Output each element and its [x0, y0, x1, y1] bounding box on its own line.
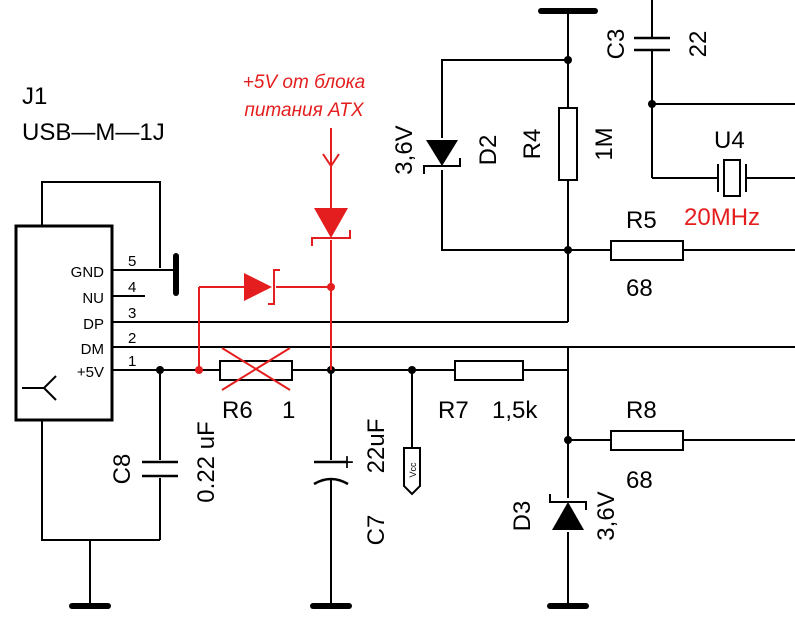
- r8-body: [610, 430, 684, 451]
- capacitor-plates: [142, 36, 670, 486]
- connector-ref: J1: [22, 83, 47, 110]
- pin-name-dp: DP: [83, 316, 104, 333]
- c3-ref: C3: [603, 29, 630, 60]
- junction-dots: [156, 56, 656, 444]
- c7-value: 22uF: [363, 419, 390, 474]
- d3-zener-diode: [549, 494, 587, 530]
- c8-ref: C8: [109, 454, 136, 485]
- red-zener-bars: [268, 230, 351, 305]
- pin-number-5: 5: [128, 253, 136, 270]
- pin-name-nu: NU: [82, 290, 104, 307]
- c3-value: 22: [685, 31, 712, 58]
- crystal-u4: [717, 159, 747, 197]
- d2-ref: D2: [475, 135, 502, 166]
- black-wires: [14, 0, 795, 605]
- pin-name-dm: DM: [81, 341, 104, 358]
- c7-ref: C7: [363, 515, 390, 546]
- annotation-line-2: питания ATX: [244, 100, 365, 121]
- pin-number-4: 4: [128, 279, 136, 296]
- r6-value: 1: [282, 397, 295, 424]
- red-junction-dot: [195, 366, 203, 374]
- red-diodes: [195, 208, 348, 374]
- d2-zener-diode: [423, 140, 461, 174]
- red-zener-vertical: [314, 208, 348, 238]
- pin-name-5v: +5V: [77, 364, 104, 381]
- d2-value: 3,6V: [391, 125, 418, 174]
- pin-number-2: 2: [128, 330, 136, 347]
- u4-value: 20MHz: [684, 204, 760, 231]
- r4-ref: R4: [519, 129, 546, 160]
- shield-fork-icon: [22, 375, 57, 401]
- d3-value: 3,6V: [593, 491, 620, 540]
- r7-ref: R7: [438, 397, 469, 424]
- vcc-flag: [403, 447, 421, 496]
- vcc-label: Vcc: [408, 462, 418, 478]
- r6-ref: R6: [222, 397, 253, 424]
- r5-value: 68: [626, 275, 653, 302]
- r8-ref: R8: [626, 397, 657, 424]
- r4-body: [558, 107, 578, 181]
- pin-number-1: 1: [128, 353, 136, 370]
- c8-value: 0.22 uF: [193, 421, 220, 502]
- pin-name-gnd: GND: [71, 264, 105, 281]
- u4-ref: U4: [714, 127, 745, 154]
- r8-value: 68: [626, 467, 653, 494]
- red-wires: [198, 128, 340, 391]
- r4-value: 1M: [591, 127, 618, 160]
- resistor-bodies: [219, 107, 684, 451]
- red-junction-dot: [327, 283, 335, 291]
- ground-symbols: [69, 8, 598, 609]
- r6-body: [219, 360, 293, 381]
- pin-number-3: 3: [128, 305, 136, 322]
- d3-ref: D3: [509, 501, 536, 532]
- r5-ref: R5: [626, 207, 657, 234]
- r7-value: 1,5k: [492, 397, 538, 424]
- r5-body: [610, 240, 684, 261]
- red-zener-horizontal: [244, 273, 272, 301]
- annotation-line-1: +5V от блока: [243, 72, 365, 93]
- r7-body: [454, 360, 524, 381]
- connector-part: USB—M—1J: [22, 119, 165, 146]
- c7-plate-curved: [313, 477, 349, 486]
- c7-polarity: +: [340, 449, 354, 476]
